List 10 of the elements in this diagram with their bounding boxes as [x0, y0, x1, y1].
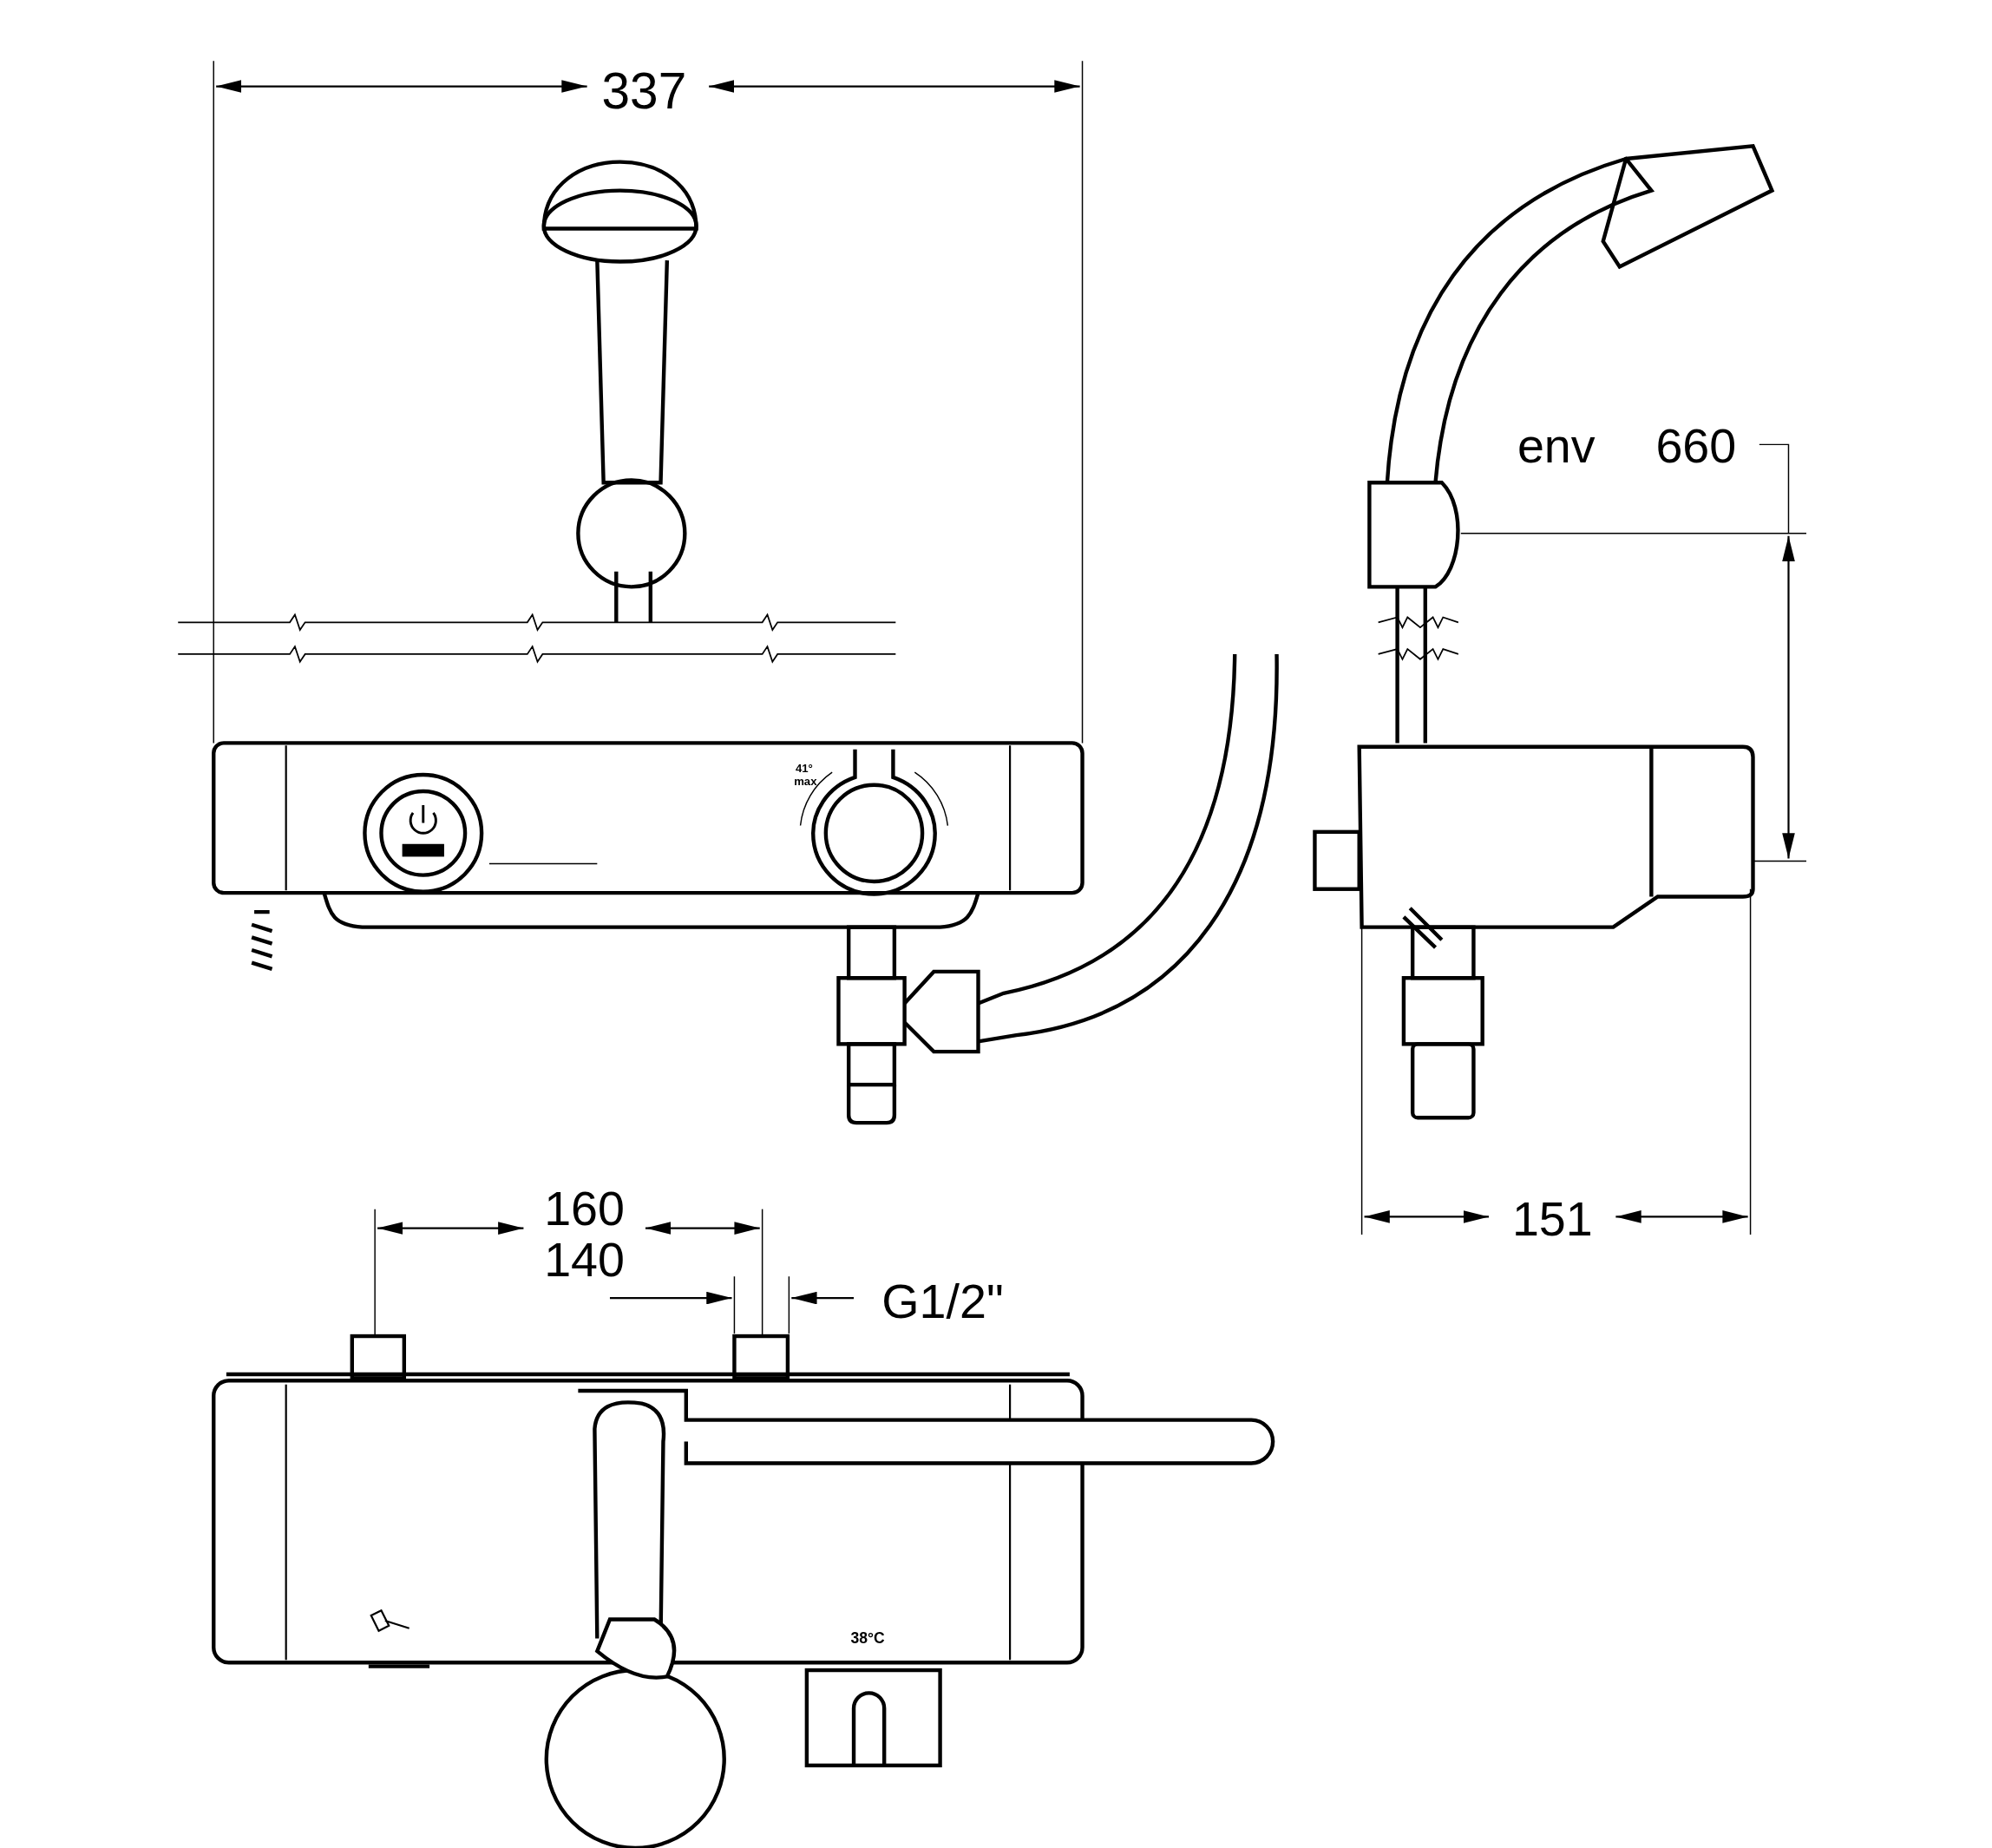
dimension-note: env	[1517, 423, 1596, 472]
dimension-label: G1/2"	[881, 1278, 1004, 1327]
scale-marking: 38°C	[850, 1631, 885, 1647]
scale-marking: 41°	[795, 763, 813, 775]
dimension-label: 140	[544, 1235, 625, 1285]
scale-marking: max	[794, 775, 817, 788]
dimension-label: 337	[601, 66, 687, 117]
dimension-label: 660	[1655, 423, 1737, 472]
dimension-label: 151	[1511, 1195, 1593, 1244]
dimension-label: 160	[544, 1185, 625, 1234]
